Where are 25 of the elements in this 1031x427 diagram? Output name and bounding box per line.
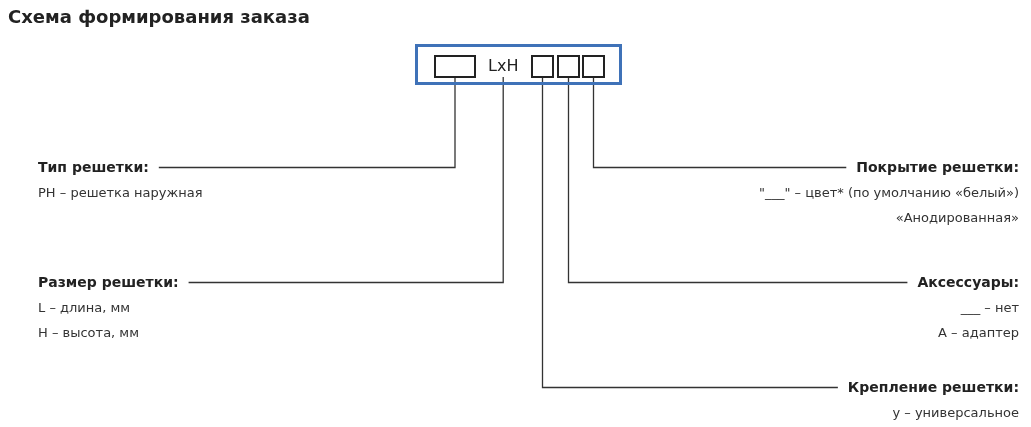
option-text: ___ – нет (960, 299, 1019, 317)
field-heading: Тип решетки: (38, 158, 149, 177)
leader-line (541, 77, 839, 389)
field-heading: Покрытие решетки: (856, 158, 1019, 177)
code-slot (557, 55, 580, 78)
code-slot (434, 55, 476, 78)
option-text: РН – решетка наружная (38, 184, 203, 202)
field-heading: Размер решетки: (38, 273, 179, 292)
option-text: "___" – цвет* (по умолчанию «белый») (758, 184, 1019, 202)
option-text: у – универсальное (892, 404, 1019, 422)
option-text: L – длина, мм (38, 299, 131, 317)
diagram-title: Схема формирования заказа (8, 6, 310, 27)
size-code-text: LxH (488, 55, 519, 77)
field-heading: Аксессуары: (917, 273, 1019, 292)
option-text: А – адаптер (938, 324, 1019, 342)
leader-line (567, 77, 909, 284)
field-heading: Крепление решетки: (847, 378, 1019, 397)
leader-line (158, 77, 456, 169)
code-slot (582, 55, 605, 78)
option-text: «Анодированная» (895, 209, 1019, 227)
leader-line (187, 76, 504, 284)
leader-line (592, 77, 847, 169)
code-slot (531, 55, 554, 78)
code-frame (415, 44, 622, 85)
option-text: Н – высота, мм (38, 324, 139, 342)
